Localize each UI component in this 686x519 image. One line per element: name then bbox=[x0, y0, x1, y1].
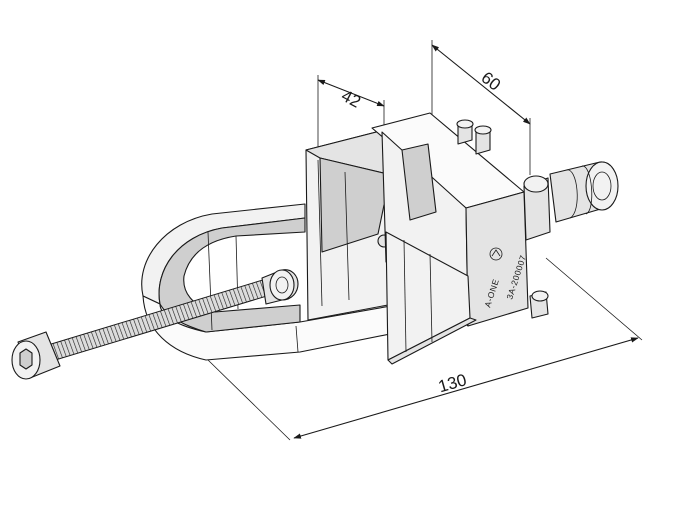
socket-head-cap bbox=[11, 331, 61, 380]
v-jaw-plate bbox=[305, 129, 397, 321]
a-one-logo-icon bbox=[489, 247, 503, 261]
threaded-screw bbox=[11, 269, 299, 380]
dimension-60-label: 60 bbox=[478, 68, 505, 95]
main-body-block: A-ONE 3A-200007 bbox=[371, 112, 549, 365]
dimension-130-label: 130 bbox=[436, 370, 469, 396]
adjusting-knob bbox=[523, 161, 619, 241]
dimension-line-130 bbox=[293, 337, 639, 439]
hex-socket-icon bbox=[19, 348, 33, 370]
top-studs bbox=[456, 119, 492, 155]
dimension-line-60 bbox=[431, 44, 531, 125]
dimension-line-42 bbox=[317, 79, 385, 107]
bottom-stud bbox=[529, 290, 549, 319]
